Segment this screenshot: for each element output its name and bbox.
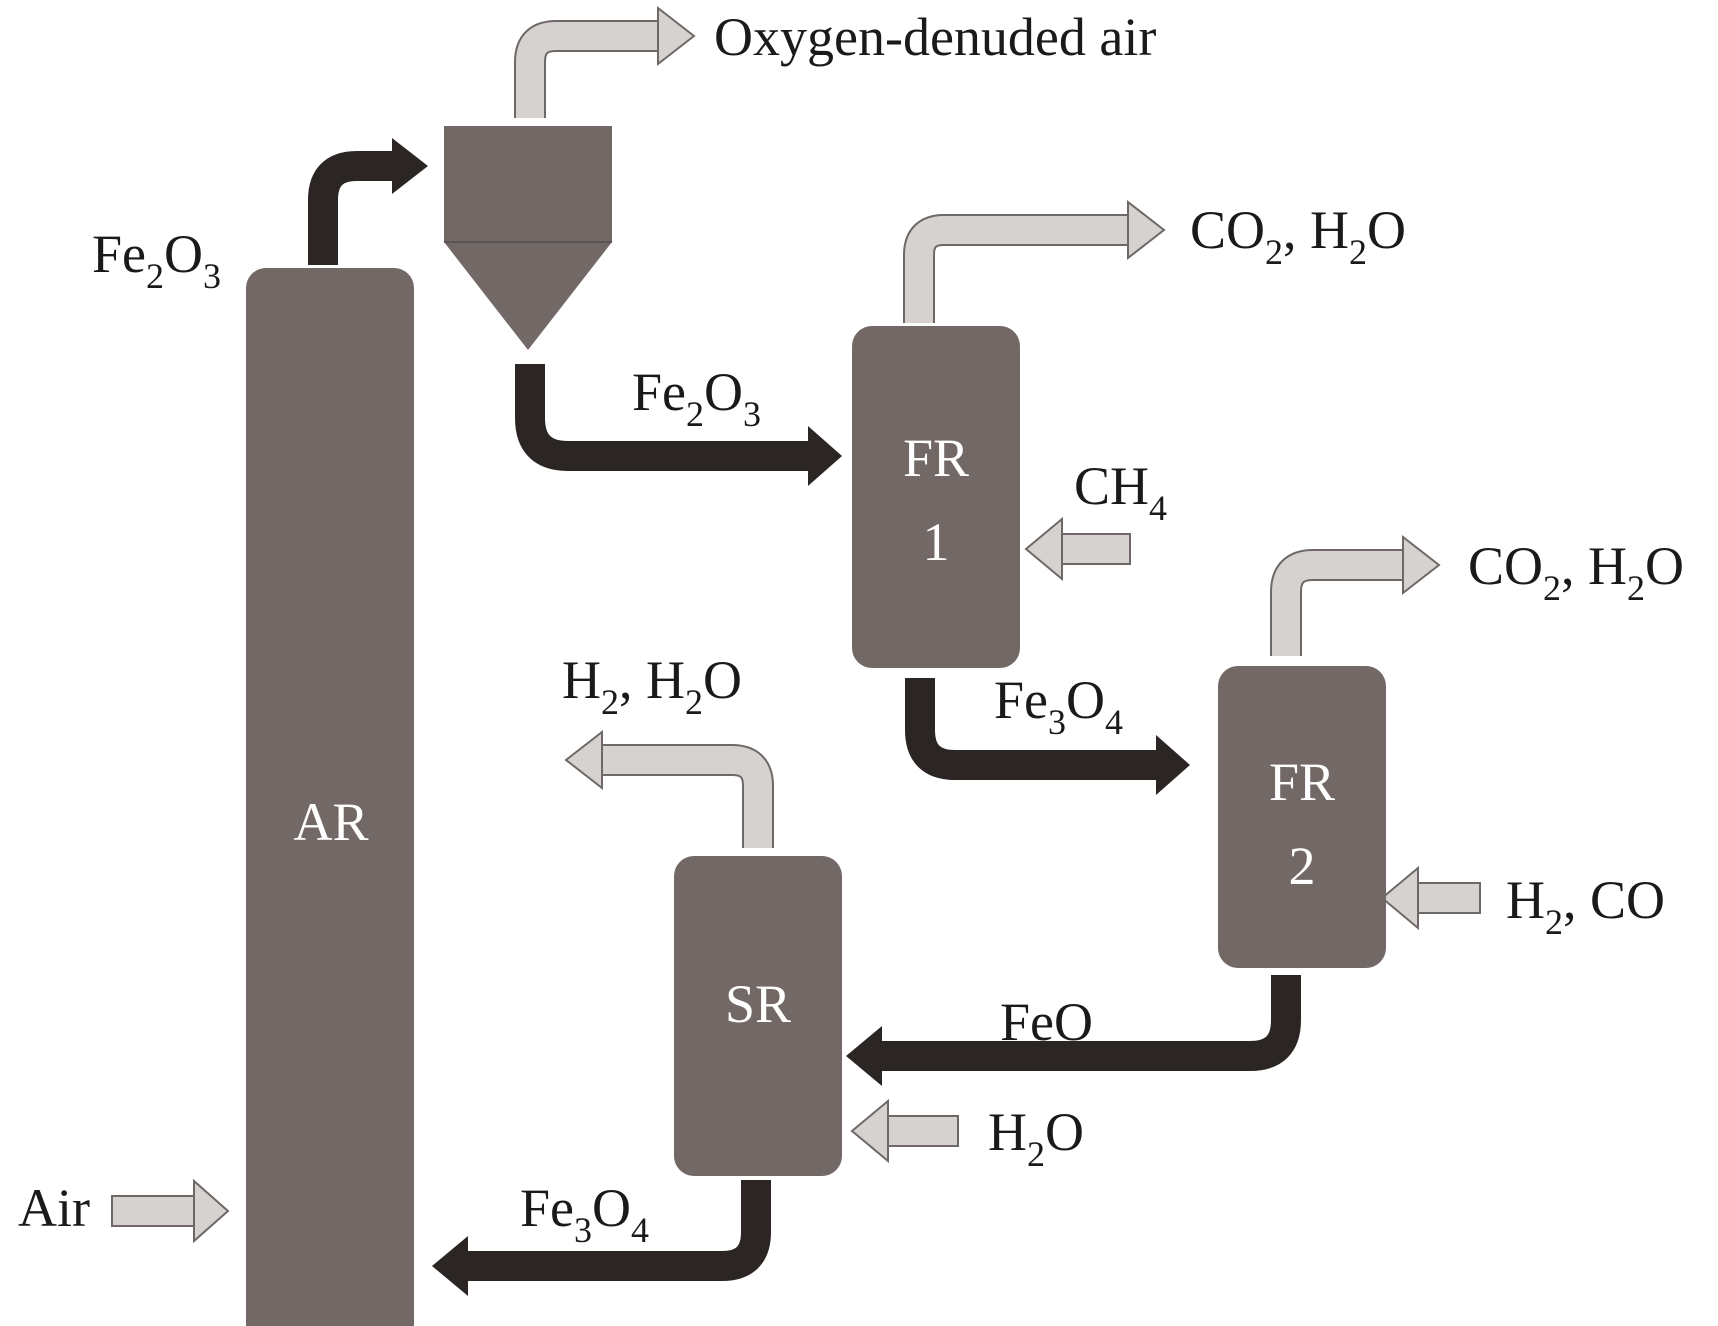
arrowhead-fr2-to-sr <box>846 1026 882 1086</box>
vessel-labels: AR FR 1 FR 2 SR <box>293 428 1335 1034</box>
arrowhead-fr1-gas-out <box>1127 199 1166 261</box>
arrow-fr2-to-sr <box>880 975 1301 1071</box>
gas-stream-arrows <box>111 5 1481 1244</box>
arrowhead-sr-to-ar <box>432 1236 468 1296</box>
label-h2o-in: H2O <box>988 1102 1084 1174</box>
stream-labels: Oxygen-denuded air Fe2O3 Fe2O3 CO2, H2O … <box>18 7 1684 1250</box>
arrowhead-air-in <box>193 1178 230 1244</box>
steam-reactor <box>674 856 842 1176</box>
label-sr-gas-out: H2, H2O <box>562 650 742 722</box>
cyclone-body <box>444 126 612 242</box>
cyclone-separator <box>444 126 612 350</box>
arrow-fr1-gas-out-fill <box>905 216 1130 323</box>
label-h2co-in: H2, CO <box>1506 870 1665 942</box>
label-fe2o3-to-fr1: Fe2O3 <box>632 362 761 434</box>
label-fe2o3-riser: Fe2O3 <box>92 224 221 296</box>
label-oxygen-denuded-air: Oxygen-denuded air <box>714 7 1156 67</box>
arrow-h2co-in-shaft <box>1415 882 1481 914</box>
arrowhead-h2co-in <box>1380 865 1419 931</box>
arrow-fr2-gas-out-fill <box>1272 551 1405 656</box>
arrow-cyclone-exhaust-fill <box>516 22 660 118</box>
label-fr2-gas-out: CO2, H2O <box>1468 536 1684 608</box>
label-fr2-line2: 2 <box>1289 836 1316 896</box>
label-fr1-gas-out: CO2, H2O <box>1190 200 1406 272</box>
arrowhead-sr-gas-out <box>564 729 603 791</box>
vessels <box>246 126 1386 1326</box>
arrow-ar-to-cyclone <box>308 151 394 265</box>
arrow-h2o-in-shaft <box>885 1115 959 1147</box>
arrow-fr1-to-fr2 <box>905 678 1158 780</box>
arrow-air-in-shaft <box>111 1195 197 1227</box>
arrow-ch4-in-shaft <box>1059 533 1131 565</box>
solid-stream-arrows <box>308 138 1301 1296</box>
arrowhead-cyclone-to-fr1 <box>808 426 842 486</box>
label-fe3o4-to-ar: Fe3O4 <box>520 1178 649 1250</box>
arrowhead-h2o-in <box>850 1098 889 1164</box>
arrow-sr-to-ar <box>466 1180 771 1281</box>
arrowhead-fr2-gas-out <box>1402 534 1441 596</box>
label-fr1-line2: 1 <box>923 512 950 572</box>
arrowhead-cyclone-exhaust <box>657 5 696 67</box>
label-fe3o4-to-fr2: Fe3O4 <box>994 670 1123 742</box>
label-ar: AR <box>293 792 368 852</box>
cyclone-cone <box>444 242 612 350</box>
fuel-reactor-2 <box>1218 666 1386 968</box>
fuel-reactor-1 <box>852 326 1020 668</box>
arrow-cyclone-to-fr1 <box>515 364 810 471</box>
air-reactor <box>246 268 414 1326</box>
label-fr1-line1: FR <box>903 428 969 488</box>
arrowhead-ar-to-cyclone <box>392 138 428 194</box>
label-air-in: Air <box>18 1178 90 1238</box>
arrowhead-fr1-to-fr2 <box>1156 735 1190 795</box>
arrowhead-ch4-in <box>1024 516 1063 582</box>
label-ch4-in: CH4 <box>1074 456 1167 528</box>
label-fr2-line1: FR <box>1269 752 1335 812</box>
label-feo-to-sr: FeO <box>1000 992 1093 1052</box>
arrow-sr-gas-out-fill <box>600 746 772 848</box>
label-sr: SR <box>725 974 791 1034</box>
